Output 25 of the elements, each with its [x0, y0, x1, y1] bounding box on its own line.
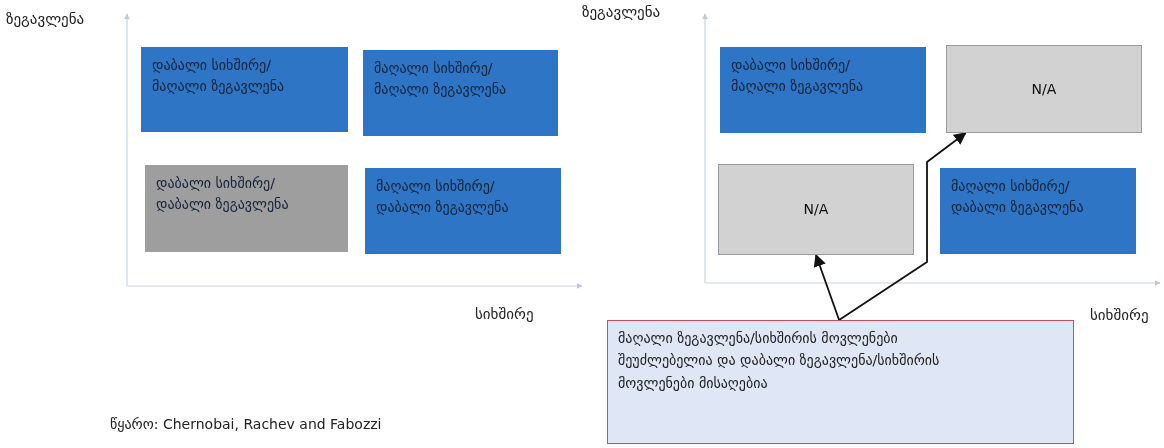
- quadrant-box: [363, 50, 558, 136]
- quadrant-box: [145, 165, 348, 252]
- box-text: მაღალი ზეგავლენა/სიხშირის მოვლენები შეუძლებელია და დაბალი ზეგავლენა/სიხშირის მოვლენები მისაღებია: [618, 329, 941, 393]
- box-text: მაღალი სიხშირე/მაღალი ზეგავლენა: [374, 59, 508, 99]
- quadrant-box: [940, 168, 1136, 254]
- box-text: დაბალი სიხშირე/დაბალი ზეგავლენა: [156, 174, 290, 214]
- axis-label: სიხშირე: [475, 305, 534, 323]
- axis-label: ზეგავლენა: [6, 10, 85, 28]
- callout-box: [607, 320, 1074, 444]
- quadrant-box: [720, 47, 926, 133]
- box-text: მაღალი სიხშირე/დაბალი ზეგავლენა: [951, 177, 1085, 217]
- quadrant-box: [141, 47, 348, 132]
- axis-label: ზეგავლენა: [582, 3, 661, 21]
- arrow: [838, 132, 967, 321]
- quadrant-box: [365, 168, 561, 254]
- quadrant-box: [946, 45, 1142, 133]
- box-text: მაღალი სიხშირე/დაბალი ზეგავლენა: [376, 177, 510, 217]
- quadrant-box: [718, 164, 914, 255]
- box-text: დაბალი სიხშირე/მაღალი ზეგავლენა: [731, 56, 865, 96]
- axis-label: სიხშირე: [1090, 306, 1149, 324]
- arrow: [813, 253, 840, 321]
- box-text: დაბალი სიხშირე/მაღალი ზეგავლენა: [152, 56, 286, 96]
- box-text: N/A: [803, 200, 829, 219]
- box-text: N/A: [1031, 79, 1057, 99]
- source-note: წყარო: Chernobai, Rachev and Fabozzi: [110, 416, 382, 432]
